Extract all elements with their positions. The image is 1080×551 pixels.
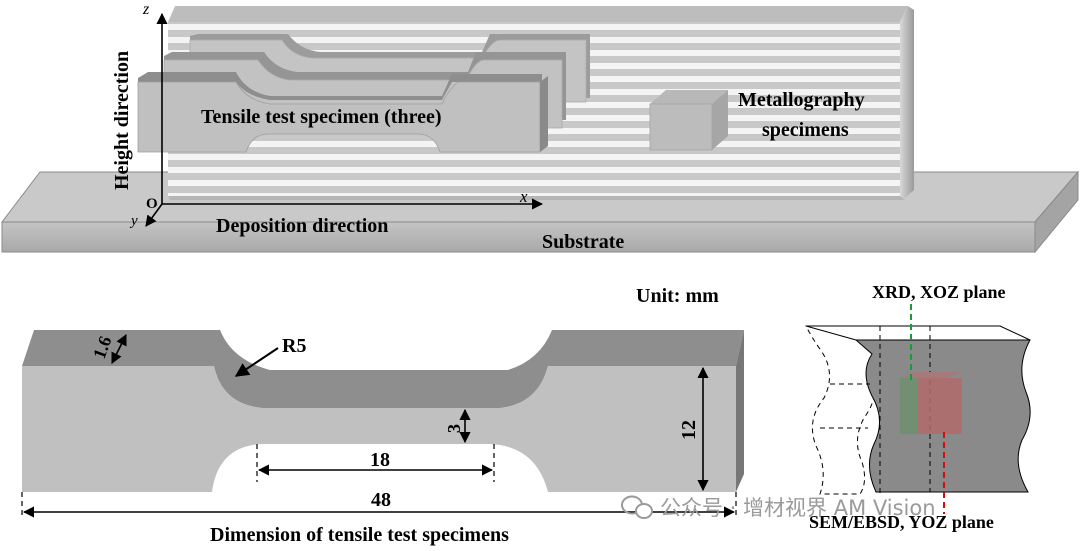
substrate-label: Substrate: [542, 231, 624, 253]
substrate-front-face: [1, 221, 1036, 253]
axis-z-label: z: [142, 1, 150, 18]
watermark-text: 公众号 · 增材视界 AM Vision: [660, 496, 936, 520]
thickness-arrow: [111, 333, 127, 365]
radius-label: R5: [282, 335, 306, 357]
watermark: 公众号 · 增材视界 AM Vision: [621, 495, 936, 520]
gauge-length-label: 18: [370, 449, 390, 471]
coordinate-axes: z x y O: [129, 1, 544, 229]
unit-label: Unit: mm: [636, 285, 719, 307]
deposition-layer-stripe: [168, 154, 900, 160]
sampling-block: [805, 304, 1031, 514]
xrd-plane: [900, 378, 918, 434]
gauge-width-label: 3: [444, 424, 464, 433]
xrd-label: XRD, XOZ plane: [872, 282, 1006, 302]
wall-top-face: [168, 6, 908, 22]
axis-y-label: y: [129, 213, 138, 229]
dimension-specimen: [22, 330, 744, 492]
deposition-layer-stripe: [168, 24, 900, 30]
wechat-icon: [621, 495, 653, 519]
sem-block: [918, 378, 962, 434]
deposition-layer-stripe: [168, 167, 900, 173]
tensile-specimen-label: Tensile test specimen (three): [201, 106, 442, 128]
tensile-specimen-front: [137, 72, 548, 153]
axis-x-label: x: [519, 187, 528, 206]
wall-fillet: [168, 196, 905, 200]
dim-specimen-side-face: [736, 330, 744, 492]
specimen-front-top: [138, 72, 542, 100]
radius-arrow: [234, 347, 279, 377]
origin-label: O: [146, 196, 158, 212]
metallography-specimen: [649, 90, 728, 151]
dimension-annotations: Unit: mm 1.6 R5 3 18 12 48 Dimension of …: [21, 285, 737, 546]
deposition-direction-label: Deposition direction: [216, 215, 388, 237]
substrate-side-face: [1034, 170, 1079, 254]
wall-side-face: [900, 6, 914, 198]
sample-top-face: [805, 325, 1031, 341]
height-label: 12: [678, 420, 700, 440]
caption-label: Dimension of tensile test specimens: [210, 524, 509, 546]
total-length-label: 48: [371, 489, 391, 511]
specimen-front-side: [540, 76, 548, 152]
tensile-specimens: [137, 34, 590, 153]
metallography-label-line1: Metallography: [738, 89, 865, 111]
dim-specimen-top-face: [22, 330, 744, 408]
height-direction-label: Height direction: [111, 51, 133, 190]
dim-specimen-front-face: [22, 366, 736, 492]
y-axis: [145, 203, 163, 227]
deposition-layer-stripe: [168, 180, 900, 186]
metallography-label-line2: specimens: [762, 119, 849, 141]
sem-top: [900, 372, 962, 378]
deposition-layer-stripe: [168, 193, 900, 196]
sem-label: SEM/EBSD, YOZ plane: [809, 512, 994, 532]
